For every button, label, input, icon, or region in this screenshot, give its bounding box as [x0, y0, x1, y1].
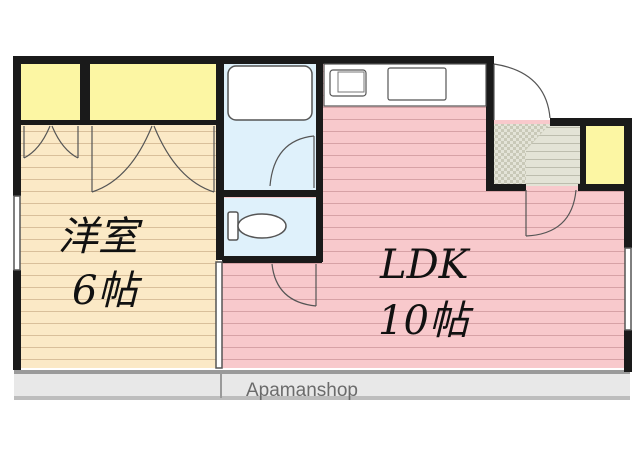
closet-entrance — [585, 126, 625, 184]
closet-doors — [23, 125, 215, 193]
western-room-name: 洋室 — [58, 214, 143, 260]
entrance-door — [493, 63, 551, 120]
windows — [13, 195, 632, 369]
toilet-door — [271, 263, 317, 307]
ldk-name: LDK — [379, 242, 471, 288]
balcony-rail — [14, 370, 630, 374]
bath-door — [269, 135, 315, 188]
closet-left — [20, 64, 80, 122]
entrance-tile-wedge — [526, 124, 550, 150]
western-room-size: 6帖 — [72, 268, 142, 314]
closet-right — [90, 64, 216, 122]
balcony-rail-bottom — [14, 396, 630, 400]
entrance-back — [490, 58, 630, 120]
ldk-door — [525, 189, 577, 237]
stove — [387, 67, 447, 101]
toilet — [227, 211, 287, 241]
walls — [13, 56, 632, 372]
western-room-floor — [20, 124, 218, 368]
entrance-tiles — [494, 124, 526, 186]
bathtub — [227, 65, 313, 121]
watermark: Apamanshop — [246, 380, 358, 401]
balcony — [14, 370, 630, 400]
washing-machine — [337, 71, 365, 93]
ldk-size: 10帖 — [378, 298, 474, 344]
